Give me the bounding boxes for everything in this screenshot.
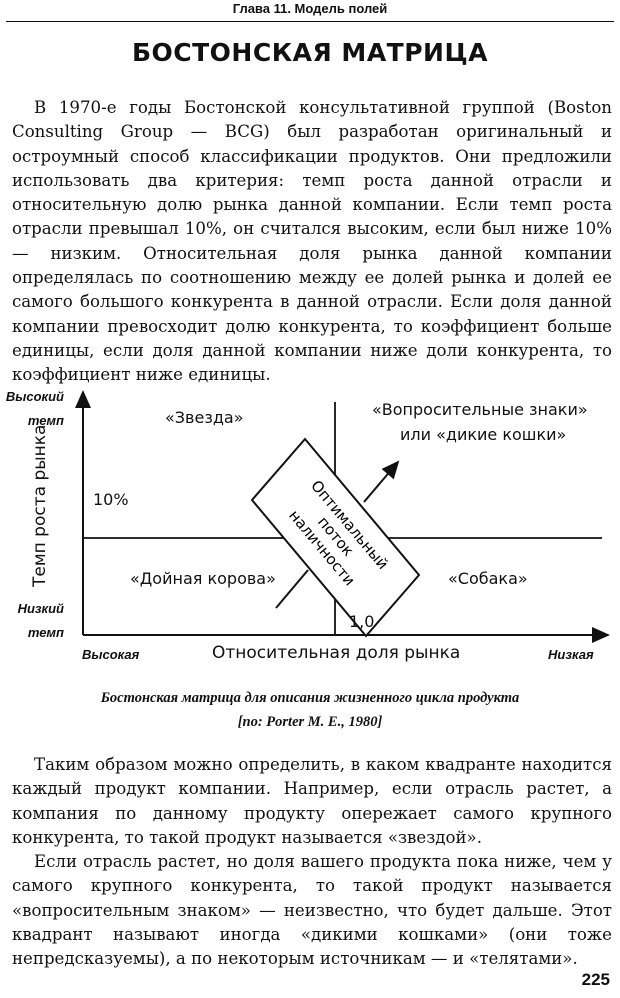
intro-text: В 1970-е годы Бостонской консультативной… (12, 98, 612, 385)
x-low-label: Низкая (548, 647, 594, 662)
y-low-label: Низкий темп (17, 601, 64, 640)
x-high-label: Высокая (82, 647, 140, 662)
page-title: БОСТОНСКАЯ МАТРИЦА (131, 38, 489, 67)
arrow-line (363, 460, 400, 503)
threshold-1: 1,0 (349, 612, 375, 631)
paragraph: Таким образом можно определить, в каком … (12, 755, 612, 847)
quadrant-question: «Вопросительные знаки» (372, 400, 588, 419)
body-text: Таким образом можно определить, в каком … (12, 753, 612, 972)
running-header: Глава 11. Модель полей (232, 1, 388, 16)
quadrant-question-2: или «дикие кошки» (400, 425, 567, 444)
quadrant-star: «Звезда» (165, 408, 244, 427)
cash-flow-box (250, 437, 421, 638)
paragraph: Если отрасль растет, но доля вашего прод… (12, 852, 612, 969)
page-number: 225 (581, 970, 610, 989)
threshold-10: 10% (93, 490, 129, 509)
figure-source: [по: Porter M. E., 1980] (237, 714, 383, 730)
cow-line (275, 569, 309, 609)
header-rule (6, 21, 614, 22)
quadrant-dog: «Собака» (448, 569, 528, 588)
figure-caption: Бостонская матрица для описания жизненно… (100, 690, 520, 706)
y-high-label: Высокий темп (5, 389, 64, 428)
x-axis-title: Относительная доля рынка (212, 643, 461, 663)
quadrant-cow: «Дойная корова» (130, 569, 276, 588)
y-axis-title: Темп роста рынка (30, 424, 50, 587)
intro-paragraph: В 1970-е годы Бостонской консультативной… (12, 96, 612, 388)
